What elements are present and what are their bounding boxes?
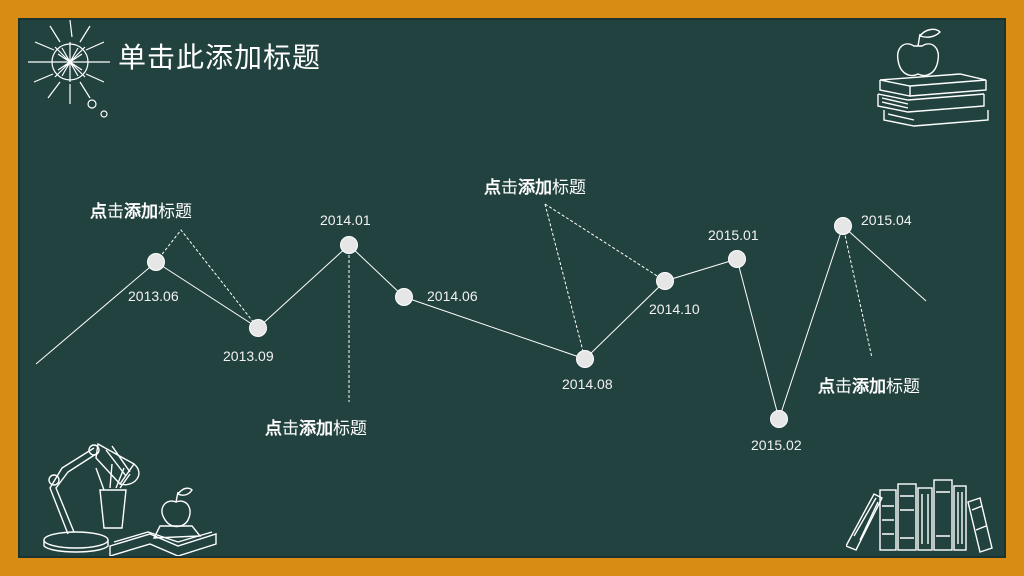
timeline-node-2014-01: [340, 236, 358, 254]
timeline-segment: [403, 296, 586, 360]
caption-3-normal-b: 标题: [552, 178, 586, 198]
point-label-2015-01: 2015.01: [708, 227, 759, 243]
caption-2-bold-b: 添加: [299, 419, 333, 439]
caption-1-bold-b: 添加: [124, 202, 158, 222]
caption-2-bold-a: 点: [265, 419, 282, 439]
timeline-segment: [348, 244, 405, 298]
caption-4-bold-b: 添加: [852, 377, 886, 397]
timeline-node-2015-02: [770, 410, 788, 428]
point-label-2014-08: 2014.08: [562, 376, 613, 392]
slide-title[interactable]: 单击此添加标题: [118, 41, 322, 74]
point-label-2015-02: 2015.02: [751, 437, 802, 453]
point-label-2014-06: 2014.06: [427, 288, 478, 304]
timeline-node-2014-08: [576, 350, 594, 368]
caption-leader-line: [155, 229, 259, 329]
caption-1-normal-b: 标题: [158, 202, 192, 222]
caption-3-normal-a: 击: [501, 178, 518, 198]
timeline-segment: [584, 280, 666, 360]
timeline-segment-end: [842, 225, 927, 302]
caption-leader-line: [544, 203, 586, 360]
point-label-2014-01: 2014.01: [320, 212, 371, 228]
caption-2[interactable]: 点击添加标题: [265, 414, 367, 439]
caption-2-normal-a: 击: [282, 419, 299, 439]
caption-4-normal-b: 标题: [886, 377, 920, 397]
point-label-2013-06: 2013.06: [128, 288, 179, 304]
caption-3[interactable]: 点击添加标题: [484, 173, 586, 198]
caption-4-bold-a: 点: [818, 377, 835, 397]
timeline-node-2015-01: [728, 250, 746, 268]
bookshelf-icon: [846, 479, 993, 553]
timeline-node-2013-06: [147, 253, 165, 271]
caption-3-bold-a: 点: [484, 178, 501, 198]
caption-1-bold-a: 点: [90, 202, 107, 222]
point-label-2015-04: 2015.04: [861, 212, 912, 228]
timeline-segment: [664, 258, 738, 282]
timeline-segment: [257, 244, 350, 329]
timeline-segment-start: [35, 261, 157, 365]
timeline-node-2014-06: [395, 288, 413, 306]
desk-lamp-book-apple-icon: [43, 442, 217, 556]
caption-leader-line: [544, 203, 666, 282]
caption-2-normal-b: 标题: [333, 419, 367, 439]
timeline-node-2015-04: [834, 217, 852, 235]
timeline-node-2014-10: [656, 272, 674, 290]
point-label-2013-09: 2013.09: [223, 348, 274, 364]
caption-1-normal-a: 击: [107, 202, 124, 222]
caption-4[interactable]: 点击添加标题: [818, 372, 920, 397]
caption-3-bold-b: 添加: [518, 178, 552, 198]
timeline-segment: [155, 261, 259, 329]
chalk-scribble-sun-icon: [28, 19, 110, 118]
point-label-2014-10: 2014.10: [649, 301, 700, 317]
caption-1[interactable]: 点击添加标题: [90, 197, 192, 222]
caption-leader-line: [842, 225, 873, 359]
timeline-segment: [778, 225, 844, 420]
apple-on-books-icon: [877, 28, 989, 127]
caption-4-normal-a: 击: [835, 377, 852, 397]
chalkboard: [18, 18, 1006, 558]
timeline-segment: [736, 258, 780, 420]
timeline-node-2013-09: [249, 319, 267, 337]
